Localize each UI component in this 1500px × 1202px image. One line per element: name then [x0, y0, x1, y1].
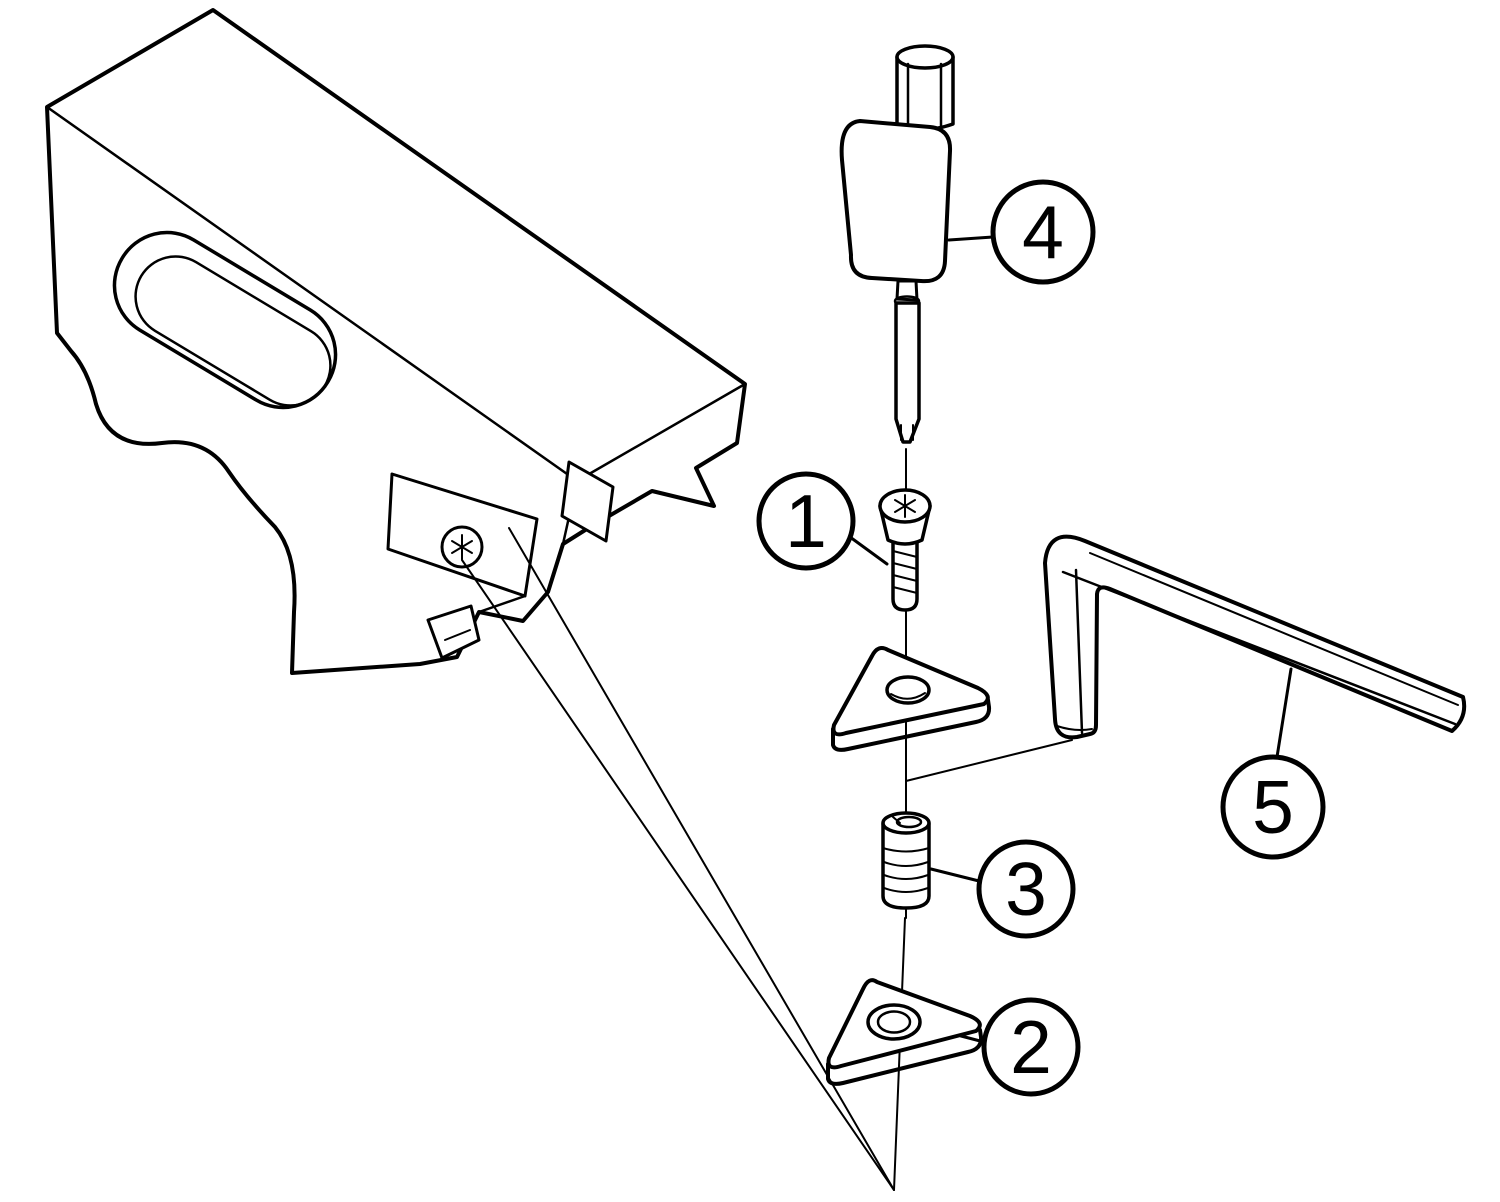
shim-part2: [826, 978, 984, 1086]
callout-4-label: 4: [1022, 190, 1064, 274]
pocket-pointer-line-lower: [461, 559, 895, 1191]
screw-threads: [892, 550, 918, 594]
callout-2: 2: [959, 997, 1081, 1097]
hex-key-part5: [1043, 534, 1467, 740]
driver-handle: [839, 119, 953, 284]
pocket-corner-edge: [477, 594, 527, 614]
callout-3-leader: [929, 867, 981, 883]
stack-centerline-lower: [893, 917, 906, 1191]
callout-4-circle: [990, 179, 1096, 285]
hex-key-end-facet: [1056, 725, 1093, 731]
pocket-anvil-line: [444, 629, 471, 641]
shim-screw-part3: [881, 811, 931, 910]
pocket-anvil-edge: [426, 604, 481, 660]
insert-screw-part1: [878, 488, 932, 612]
callout-5-label: 5: [1252, 765, 1294, 849]
shim-threaded-hole-outer: [866, 1003, 922, 1041]
shim-screw-collar-ring: [882, 847, 930, 853]
cutting-insert: [831, 646, 992, 752]
callout-5-circle: [1220, 754, 1326, 860]
callout-1-circle: [756, 471, 856, 571]
body-top-face-right-edge: [575, 382, 747, 483]
insert-thickness-edge: [831, 698, 992, 752]
callout-4: 4: [947, 179, 1096, 285]
hex-key-facet-top: [1089, 552, 1459, 706]
driver-knob-top: [895, 44, 955, 70]
callout-2-label: 2: [1010, 1005, 1052, 1089]
callout-5: 5: [1220, 667, 1326, 860]
hex-key-facet-long: [1061, 570, 1457, 726]
callout-1-label: 1: [785, 479, 827, 563]
callout-3-circle: [976, 839, 1076, 939]
driver-knob-facets: [906, 62, 943, 131]
callout-1: 1: [756, 471, 889, 571]
hex-key-body: [1043, 534, 1467, 740]
driver-tip-flutes: [900, 424, 914, 441]
insert-hole-depth-arc: [890, 692, 926, 700]
callout-3: 3: [929, 839, 1076, 939]
shim-screw-top-slot: [892, 816, 901, 824]
body-through-slot: [560, 460, 615, 543]
screw-torx-recess-icon: [894, 494, 916, 518]
pocket-pointer-line-upper: [508, 527, 895, 1191]
shim-screw-threads: [883, 861, 929, 893]
driver-shaft: [894, 301, 921, 444]
hex-key-link-line: [905, 739, 1073, 782]
body-front-ridge-edge: [45, 105, 579, 483]
callout-3-label: 3: [1005, 847, 1047, 931]
tool-holder-body: [45, 8, 747, 675]
body-slot-inner: [134, 255, 332, 407]
callout-1-leader: [848, 535, 889, 566]
driver-neck: [895, 279, 919, 302]
callout-4-leader: [947, 235, 995, 242]
pocket-screw-torx-icon: [451, 534, 473, 560]
shim-threaded-hole-inner: [876, 1010, 912, 1034]
callout-5-leader: [1275, 667, 1293, 759]
torx-driver-part4: [839, 44, 955, 444]
callout-2-leader: [959, 1034, 986, 1044]
callouts: 1 2 3 4 5: [756, 179, 1326, 1097]
tool-holder-silhouette: [45, 8, 747, 675]
shim-screw-top-inner: [895, 815, 923, 829]
hex-key-facet-short: [1074, 568, 1084, 735]
callout-2-circle: [981, 997, 1081, 1097]
